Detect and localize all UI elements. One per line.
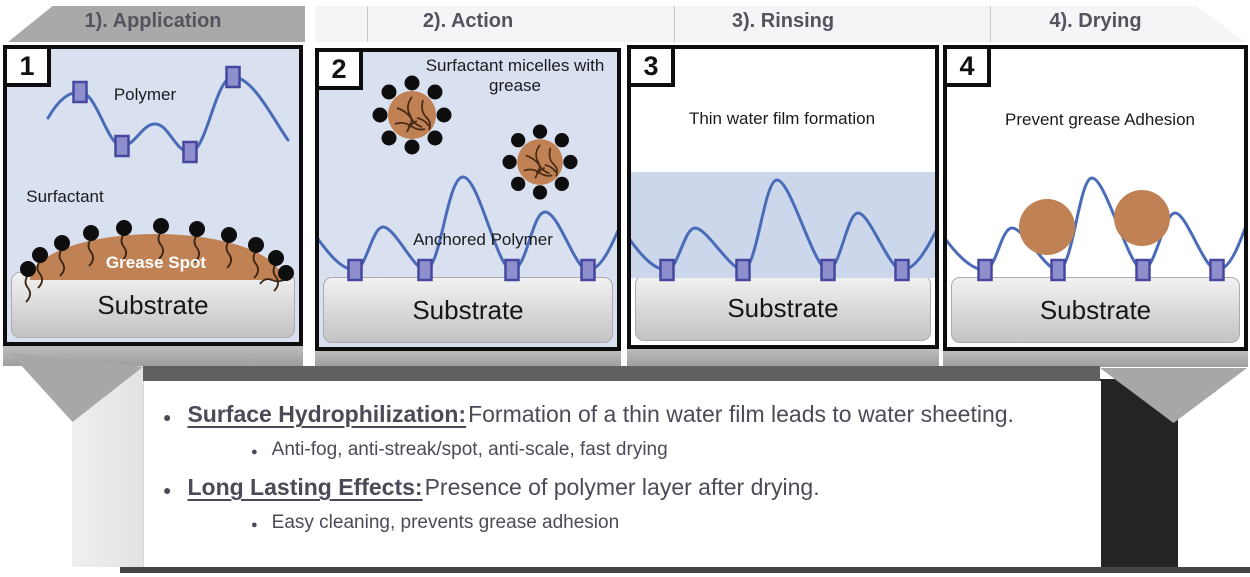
note-sub-hydrophilization: ● Anti-fog, anti-streak/spot, anti-scale…	[251, 439, 1081, 461]
grease-droplet	[1114, 190, 1170, 246]
prevent-adhesion-caption: Prevent grease Adhesion	[1005, 110, 1195, 129]
callout-box	[143, 381, 1101, 567]
surfactant-label: Surfactant	[26, 187, 104, 206]
rinsing-drawing	[631, 172, 935, 282]
banner-segment-application	[8, 6, 305, 42]
panel-number: 3	[631, 49, 675, 87]
panel-number: 4	[947, 49, 991, 87]
anchor-squares	[347, 258, 596, 282]
anchored-polymer-label: Anchored Polymer	[413, 230, 553, 249]
panel-application: 1 Polymer Surfactant Grease Spot Substra…	[3, 45, 303, 346]
anchor-squares	[659, 258, 910, 282]
stage-header-drying: 4). Drying	[1049, 10, 1142, 32]
anchored-polymer-curve	[947, 176, 1244, 272]
substrate: Substrate	[635, 275, 931, 341]
callout-top-bar	[143, 366, 1100, 381]
substrate: Substrate	[11, 272, 295, 338]
banner-divider	[990, 6, 991, 42]
callout-bottom-bar	[120, 567, 1250, 573]
surfactant-tails	[24, 231, 287, 303]
substrate: Substrate	[323, 277, 613, 343]
note-title: Long Lasting Effects:	[187, 474, 423, 500]
panel-action: 2 Surfactant micelles with grease Anchor…	[315, 48, 621, 351]
panel-shadow	[315, 351, 621, 366]
note-bullet-hydrophilization: ● Surface Hydrophilization:Formation of …	[163, 401, 1081, 428]
anchor-squares	[977, 258, 1225, 282]
anchored-polymer-curve	[319, 175, 617, 272]
note-text: Presence of polymer layer after drying.	[424, 474, 820, 500]
note-line: Surface Hydrophilization:Formation of a …	[187, 401, 1013, 428]
application-drawing	[20, 65, 294, 303]
panel-number: 1	[7, 49, 51, 87]
action-drawing	[319, 74, 617, 282]
polymer-label: Polymer	[113, 85, 177, 104]
note-line: Long Lasting Effects:Presence of polymer…	[187, 474, 819, 501]
notes-list: ● Surface Hydrophilization:Formation of …	[163, 388, 1081, 534]
note-bullet-long-lasting: ● Long Lasting Effects:Presence of polym…	[163, 474, 1081, 501]
stage-header-action: 2). Action	[422, 10, 514, 32]
note-sub-text: Anti-fog, anti-streak/spot, anti-scale, …	[271, 439, 668, 460]
panel-number: 2	[319, 52, 363, 90]
bullet-icon: ●	[163, 482, 172, 498]
micelle-icon	[501, 123, 579, 201]
water-film	[631, 172, 935, 278]
note-title: Surface Hydrophilization:	[187, 401, 467, 427]
panel-rinsing: 3 Thin water film formation Substrate	[627, 45, 939, 349]
micelles-caption: Surfactant micelles with grease	[425, 56, 605, 95]
panel-shadow	[943, 351, 1248, 367]
grease-droplet	[1019, 199, 1075, 255]
stage-header-application: 1). Application	[84, 10, 222, 32]
bullet-icon: ●	[251, 519, 258, 531]
note-sub-text: Easy cleaning, prevents grease adhesion	[271, 512, 620, 533]
bullet-icon: ●	[251, 446, 258, 458]
banner-segment-rest	[315, 6, 1245, 42]
stage-header-rinsing: 3). Rinsing	[731, 10, 835, 32]
anchor-squares	[72, 65, 241, 164]
drying-drawing	[947, 176, 1244, 282]
grease-spot-label: Grease Spot	[105, 253, 207, 272]
note-text: Formation of a thin water film leads to …	[468, 401, 1014, 427]
bullet-icon: ●	[163, 409, 172, 425]
surfactant-dots	[20, 218, 294, 281]
panel-shadow	[627, 349, 939, 366]
anchored-polymer-curve	[631, 178, 935, 272]
grease-spot-shape	[30, 234, 282, 280]
banner-divider	[674, 6, 675, 42]
water-film-caption: Thin water film formation	[688, 109, 876, 128]
panel-drying: 4 Prevent grease Adhesion Substrate	[943, 45, 1248, 351]
substrate: Substrate	[951, 277, 1240, 343]
note-sub-long-lasting: ● Easy cleaning, prevents grease adhesio…	[251, 512, 1081, 534]
banner-divider	[367, 6, 368, 42]
